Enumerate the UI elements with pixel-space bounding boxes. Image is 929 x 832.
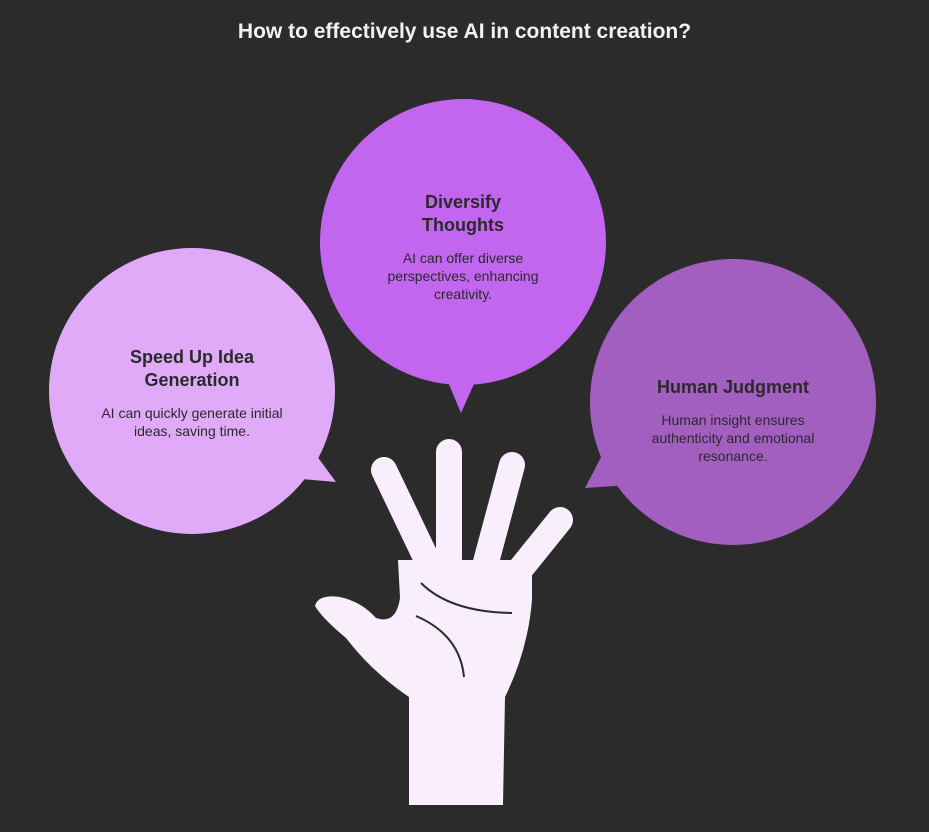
bubble-description: AI can offer diverse perspectives, enhan… — [387, 250, 539, 302]
hand-icon — [315, 439, 573, 805]
bubble-description: AI can quickly generate initial ideas, s… — [101, 405, 283, 439]
bubble-title: Human Judgment — [656, 377, 809, 397]
bubble-human-judgment-text: Human Judgment Human insight ensures aut… — [638, 376, 828, 465]
bubble-human-judgment — [585, 259, 876, 545]
bubble-diversify-text: Diversify Thoughts AI can offer diverse … — [378, 191, 548, 303]
bubble-speed-up — [49, 248, 336, 534]
bubble-title: Diversify Thoughts — [422, 192, 504, 235]
bubble-title: Speed Up Idea Generation — [129, 347, 255, 390]
diagram-title: How to effectively use AI in content cre… — [237, 20, 692, 43]
bubble-diversify — [320, 99, 606, 413]
bubble-speed-up-text: Speed Up Idea Generation AI can quickly … — [92, 346, 292, 440]
bubble-description: Human insight ensures authenticity and e… — [651, 412, 815, 464]
